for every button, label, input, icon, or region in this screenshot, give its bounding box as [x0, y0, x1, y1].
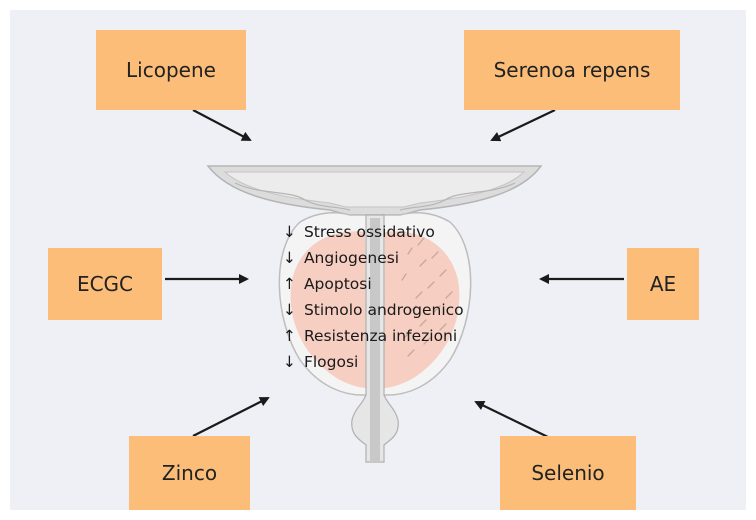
increase-arrow-icon: ↑ — [283, 323, 299, 349]
effect-angiogenesi: ↓ Angiogenesi — [283, 245, 464, 271]
arrow-serenoa — [492, 110, 555, 140]
effect-resistenza-infezioni: ↑ Resistenza infezioni — [283, 323, 464, 349]
box-licopene: Licopene — [96, 30, 246, 110]
box-serenoa-repens: Serenoa repens — [464, 30, 680, 110]
arrow-selenio — [476, 402, 550, 438]
arrow-licopene — [193, 110, 250, 140]
effect-label: Stress ossidativo — [304, 223, 435, 241]
box-zinco: Zinco — [129, 436, 250, 510]
effect-apoptosi: ↑ Apoptosi — [283, 271, 464, 297]
effect-label: Flogosi — [304, 353, 358, 371]
effect-flogosi: ↓ Flogosi — [283, 349, 464, 375]
decrease-arrow-icon: ↓ — [283, 245, 299, 271]
effect-label: Apoptosi — [304, 275, 372, 293]
decrease-arrow-icon: ↓ — [283, 349, 299, 375]
box-ae: AE — [627, 248, 699, 320]
effect-stimolo-androgenico: ↓ Stimolo androgenico — [283, 297, 464, 323]
decrease-arrow-icon: ↓ — [283, 297, 299, 323]
effect-label: Stimolo androgenico — [304, 301, 464, 319]
effect-label: Angiogenesi — [304, 249, 399, 267]
box-ecgc: ECGC — [48, 248, 162, 320]
decrease-arrow-icon: ↓ — [283, 219, 299, 245]
effect-label: Resistenza infezioni — [304, 327, 457, 345]
box-selenio: Selenio — [500, 436, 636, 510]
arrow-zinco — [193, 398, 268, 436]
effect-stress-ossidativo: ↓ Stress ossidativo — [283, 219, 464, 245]
effects-list: ↓ Stress ossidativo ↓ Angiogenesi ↑ Apop… — [283, 219, 464, 375]
bladder-inner — [225, 172, 524, 207]
increase-arrow-icon: ↑ — [283, 271, 299, 297]
